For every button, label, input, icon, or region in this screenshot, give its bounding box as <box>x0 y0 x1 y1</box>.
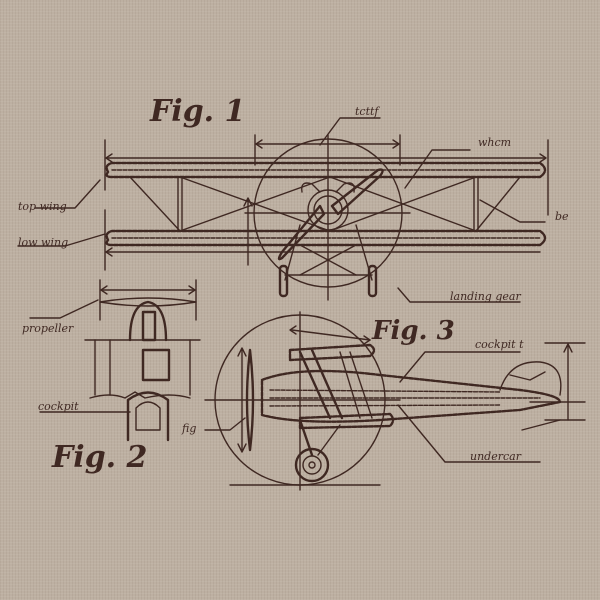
annotation-upper-wing: top wing <box>18 200 67 213</box>
annotation-landing-gear: landing gear <box>450 290 521 303</box>
annotation-top-right: whcm <box>478 136 512 149</box>
fig3-label: Fig. 3 <box>372 316 455 346</box>
annotation-fig2-right: fig <box>182 422 197 435</box>
fig3-side-view-drawing <box>204 311 586 491</box>
annotation-tail-top: cockpit t <box>475 338 524 351</box>
annotation-propeller: propeller <box>22 322 74 335</box>
annotation-tail-bottom: undercar <box>470 450 521 463</box>
annotation-top-center: tcttf <box>355 105 379 118</box>
annotation-lower-wing: low wing <box>18 236 69 249</box>
annotation-right-side: be <box>555 210 569 223</box>
fig2-label: Fig. 2 <box>52 440 148 475</box>
fig1-front-view-drawing <box>17 117 549 303</box>
annotation-cockpit: cockpit <box>38 400 79 413</box>
fig2-cockpit-drawing <box>29 279 201 442</box>
fig1-label: Fig. 1 <box>150 94 246 129</box>
